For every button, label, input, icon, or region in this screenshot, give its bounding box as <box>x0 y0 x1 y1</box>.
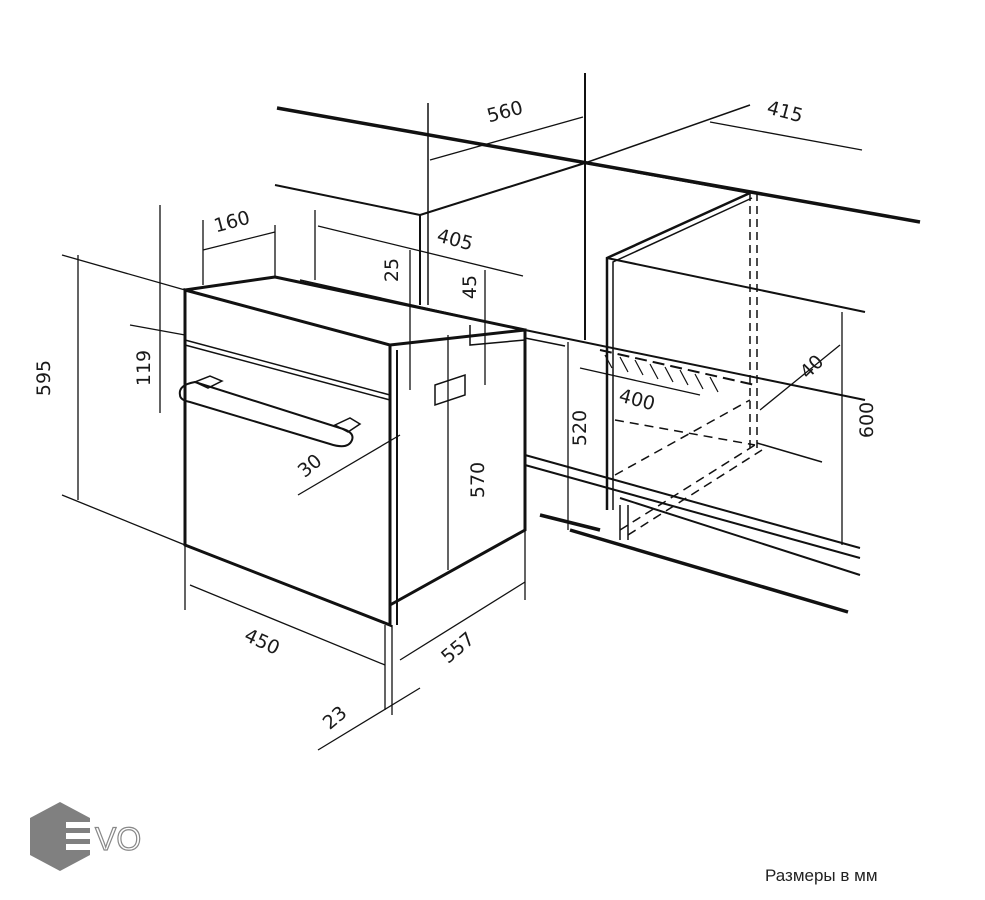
dim-415: 415 <box>765 97 806 128</box>
evo-logo: VO <box>30 802 142 871</box>
dim-557: 557 <box>437 628 479 668</box>
dim-25: 25 <box>381 258 403 282</box>
dim-600: 600 <box>856 402 878 438</box>
dim-40: 40 <box>796 351 829 384</box>
dim-405: 405 <box>435 225 476 256</box>
dim-160: 160 <box>212 207 253 238</box>
dim-520: 520 <box>569 410 591 446</box>
dim-400: 400 <box>617 385 658 416</box>
vent-hatching <box>604 354 719 393</box>
drawing-lines <box>61 73 921 751</box>
dim-595: 595 <box>33 360 55 396</box>
dim-119: 119 <box>133 350 155 386</box>
units-caption: Размеры в мм <box>765 866 878 885</box>
dim-560: 560 <box>485 97 526 128</box>
logo-hexagon <box>30 802 90 871</box>
dim-570: 570 <box>467 462 489 498</box>
dim-23: 23 <box>319 702 352 734</box>
dim-30: 30 <box>294 450 327 482</box>
dimension-lines <box>61 116 863 751</box>
logo-vo-text: VO <box>95 821 141 857</box>
logo-e-bars <box>66 822 92 850</box>
dim-45: 45 <box>459 275 481 299</box>
dim-450: 450 <box>241 624 283 659</box>
